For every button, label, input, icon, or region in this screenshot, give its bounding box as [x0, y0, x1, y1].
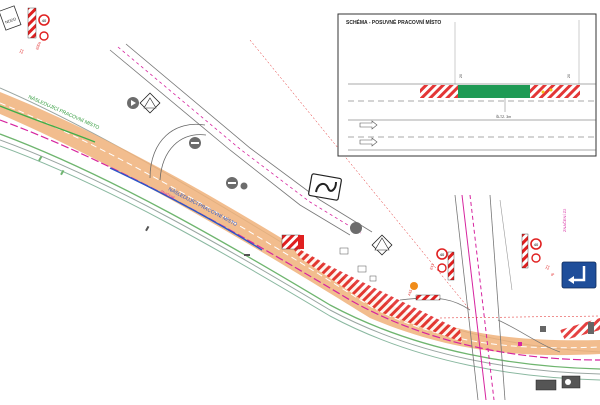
speed-limit-sign-right [530, 238, 542, 250]
road-edge-inner [0, 139, 600, 375]
taper-hatch [290, 244, 462, 342]
label-signs-note-right: ZNAČENÍ Z2 [562, 208, 567, 232]
sign-code-b20a-top: B20a [35, 41, 42, 50]
inset-arrow-2 [359, 137, 378, 147]
sign-code-ip: IP [551, 273, 555, 277]
sign-cluster-bottom [518, 322, 594, 391]
inset-schema: SCHÉMA - POSUVNÉ PRACOVNÍ MÍSTO 20 ŠLTZ.… [337, 13, 597, 157]
speed-limit-mid-text: 40 [440, 252, 445, 257]
green-line-upper [0, 105, 96, 143]
arrow-in-circle-1 [131, 100, 136, 106]
work-zone-band [0, 92, 600, 356]
small-panel-2 [357, 265, 367, 273]
cross-road-4 [489, 194, 506, 401]
diamond-sign-2 [371, 234, 393, 256]
speed-limit-top-text: 40 [42, 18, 47, 23]
sign-cluster-middle: A15 [281, 234, 441, 301]
access-curve-2 [159, 134, 207, 181]
side-road-centre [117, 46, 362, 234]
magenta-edge-line [0, 119, 600, 361]
side-road-left [109, 49, 351, 236]
cross-road-1 [454, 194, 479, 401]
lane-centre-line [0, 102, 600, 349]
cross-road-curve [399, 297, 471, 311]
sign-code-z2-right: Z2 [544, 264, 551, 271]
sign-code-e13: E13 [429, 263, 435, 270]
inset-taper-right [530, 85, 580, 98]
guide-sign-blue [561, 261, 597, 289]
cross-road-5 [499, 199, 513, 291]
speed-limit-sign-top [38, 14, 50, 26]
red-guide-2 [439, 315, 600, 319]
marker-1 [38, 155, 43, 162]
curve-warning-sign [308, 173, 342, 201]
road-edge-green-1 [0, 133, 600, 370]
marker-2 [60, 169, 65, 176]
inset-arrow-1 [359, 120, 378, 130]
inset-dim-right: 20 [567, 74, 571, 78]
sign-cluster-right: 40 Z2 [521, 233, 551, 271]
blue-diversion-line [109, 167, 263, 251]
small-panel-1 [339, 247, 349, 255]
speed-limit-sign-mid [436, 248, 448, 260]
inset-title: SCHÉMA - POSUVNÉ PRACOVNÍ MÍSTO [346, 18, 441, 26]
small-panel-3 [369, 275, 377, 282]
speed-limit-right-text: 40 [534, 242, 539, 247]
cross-road-2 [461, 194, 487, 401]
diamond-sign-1 [139, 92, 161, 114]
access-curve [149, 123, 206, 179]
sign-code-a15: A15 [407, 289, 413, 296]
sign-cluster-top-left: NDDD 40 Z2 B20a [0, 5, 50, 55]
road-edge-green-2 [0, 145, 600, 381]
inset-work-area [458, 85, 530, 98]
warning-circle-5 [350, 222, 362, 234]
warning-circle-4 [240, 182, 248, 190]
cross-road-curve-2 [497, 319, 561, 353]
label-signs-note-left: ZNAČENÍ [160, 188, 176, 200]
sign-cluster-cross: 40 E13 [429, 248, 455, 281]
marker-3 [145, 225, 150, 232]
inset-taper-left [420, 85, 458, 98]
marker-4 [244, 254, 250, 256]
side-road-right [125, 43, 373, 233]
sign-code-z2-top: Z2 [18, 48, 25, 55]
inset-dim-center: ŠLTZ. 3m [496, 114, 511, 119]
inset-dim-left: 20 [459, 74, 463, 78]
sign-box-text: NDDD [4, 16, 17, 25]
